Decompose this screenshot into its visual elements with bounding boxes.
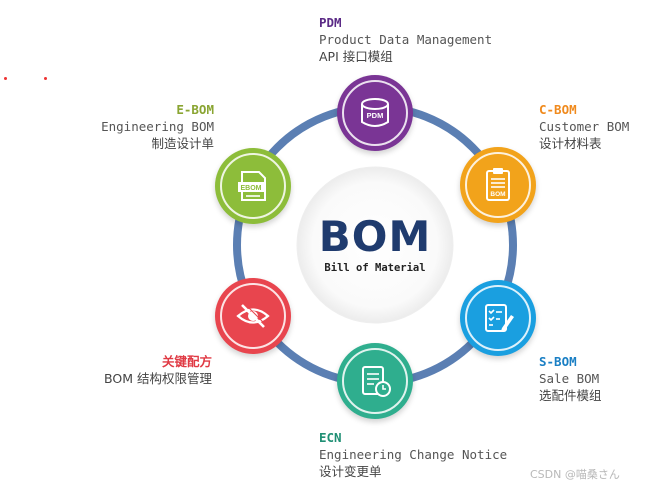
eye-slash-icon (236, 302, 270, 328)
cbom-chinese: 设计材料表 (539, 136, 602, 151)
ebom-icon-text: EBOM (241, 185, 262, 192)
sbom-english: Sale BOM (539, 371, 600, 386)
sbom-chinese: 选配件模组 (539, 388, 602, 403)
label-s-bom: S-BOM Sale BOM 选配件模组 (539, 353, 602, 404)
label-ecn: ECN Engineering Change Notice 设计变更单 (319, 429, 507, 480)
stray-dot (4, 77, 7, 80)
cbom-icon-text: BOM (490, 191, 505, 198)
node-pdm: PDM (337, 75, 413, 151)
pdm-title: PDM (319, 15, 342, 30)
cbom-title: C-BOM (539, 102, 577, 117)
cbom-english: Customer BOM (539, 119, 630, 134)
label-pdm: PDM Product Data Management API 接口模组 (319, 14, 492, 65)
ecn-english: Engineering Change Notice (319, 447, 508, 462)
center-title: BOM (318, 212, 432, 261)
pdm-chinese: API 接口模组 (319, 49, 393, 64)
ecn-chinese: 设计变更单 (319, 464, 382, 479)
node-e-bom: EBOM (215, 148, 291, 224)
node-ecn (337, 343, 413, 419)
ebom-title: E-BOM (176, 102, 214, 117)
document-icon: EBOM (238, 171, 266, 201)
database-icon: PDM (361, 98, 389, 127)
node-c-bom: BOM (460, 147, 536, 223)
document-clock-icon (362, 366, 391, 397)
label-e-bom: E-BOM Engineering BOM 制造设计单 (90, 101, 214, 152)
clipboard-icon: BOM (486, 168, 510, 201)
key-chinese: 结构权限管理 (136, 371, 212, 386)
center-circle (296, 166, 454, 324)
pdm-english: Product Data Management (319, 32, 493, 47)
key-title: 关键配方 (161, 354, 212, 369)
ebom-chinese: 制造设计单 (151, 136, 214, 151)
watermark: CSDN @喵桑さん (530, 468, 620, 481)
stray-dot (44, 77, 47, 80)
sbom-title: S-BOM (539, 354, 577, 369)
center-subtitle: Bill of Material (324, 262, 426, 274)
key-english: BOM (104, 371, 133, 386)
checklist-pen-icon (485, 304, 514, 332)
ecn-title: ECN (319, 430, 342, 445)
node-key-formula (215, 278, 291, 354)
pdm-icon-text: PDM (367, 111, 384, 120)
label-key-formula: 关键配方 BOM 结构权限管理 (80, 353, 212, 387)
ebom-english: Engineering BOM (101, 119, 214, 134)
node-s-bom (460, 280, 536, 356)
label-c-bom: C-BOM Customer BOM 设计材料表 (539, 101, 629, 152)
